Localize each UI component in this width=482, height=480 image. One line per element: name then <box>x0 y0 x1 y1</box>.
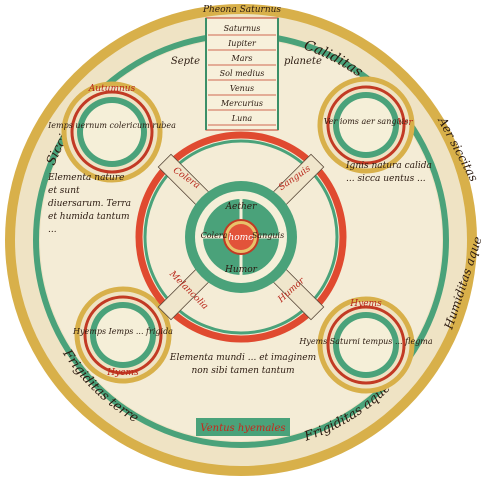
bottom-text-block: Elementa mundi ... et imaginem non sibi … <box>169 353 317 376</box>
corner-circle-top-left <box>61 81 163 183</box>
corner-circle-top-right <box>317 76 415 174</box>
bottom-banner-label: Ventus hyemales <box>200 423 285 434</box>
right-text-block-box: Ignis natura calida ... sicca uentus ... <box>346 161 432 184</box>
corner-circle-bottom-left <box>74 286 172 384</box>
bottom-text-block-box: Elementa mundi ... et imaginem non sibi … <box>169 353 317 376</box>
planet-row: Sol medius <box>220 69 265 78</box>
planet-row: Venus <box>230 84 254 93</box>
planet-row: Mercurius <box>220 99 263 108</box>
left-text-block: Elementa nature et sunt diuersarum. Terr… <box>48 173 132 235</box>
corner-bottom-right-text: Hyems Saturni tempus ... flegma <box>298 337 433 346</box>
center-core-label: homo <box>228 233 254 243</box>
planet-right-label: planete <box>284 56 322 67</box>
bottom-banner <box>196 418 290 436</box>
central-green-ring <box>143 139 339 335</box>
center-quarter-right: Sanguis <box>252 231 284 240</box>
corner-top-right-ring-label: Ver <box>397 118 413 128</box>
planet-row: Luna <box>231 114 253 123</box>
center-quarter-top: Aether <box>225 202 258 212</box>
right-text-block: Ignis natura calida ... sicca uentus ... <box>346 161 432 184</box>
corner-top-right-text: Ver ioms aer sanguis <box>324 117 409 126</box>
planet-ladder <box>205 17 279 131</box>
planet-header: Pheona Saturnus <box>202 5 281 15</box>
corner-bottom-left-ring-label: Hyems <box>106 368 139 378</box>
planet-row: Iupiter <box>227 39 257 48</box>
planet-left-label: Septe <box>171 56 200 67</box>
corner-bottom-right-ring-label: Hyems <box>349 299 382 309</box>
center-quarter-bottom: Humor <box>224 265 258 275</box>
corner-bottom-left-text: Hyemps Iemps ... frigida <box>72 327 173 336</box>
center-core <box>228 224 254 250</box>
planet-row: Saturnus <box>224 24 261 33</box>
planet-row: Mars <box>231 54 253 63</box>
corner-top-left-text: Iemps uernum colericum rubea <box>47 121 176 130</box>
corner-top-left-ring-label: Autumnus <box>88 84 136 94</box>
left-text-block-box: Elementa nature et sunt diuersarum. Terr… <box>48 173 132 235</box>
corner-circle-bottom-right <box>317 296 415 394</box>
central-red-ring <box>135 131 347 343</box>
center-quarter-left: Colera <box>201 231 228 240</box>
